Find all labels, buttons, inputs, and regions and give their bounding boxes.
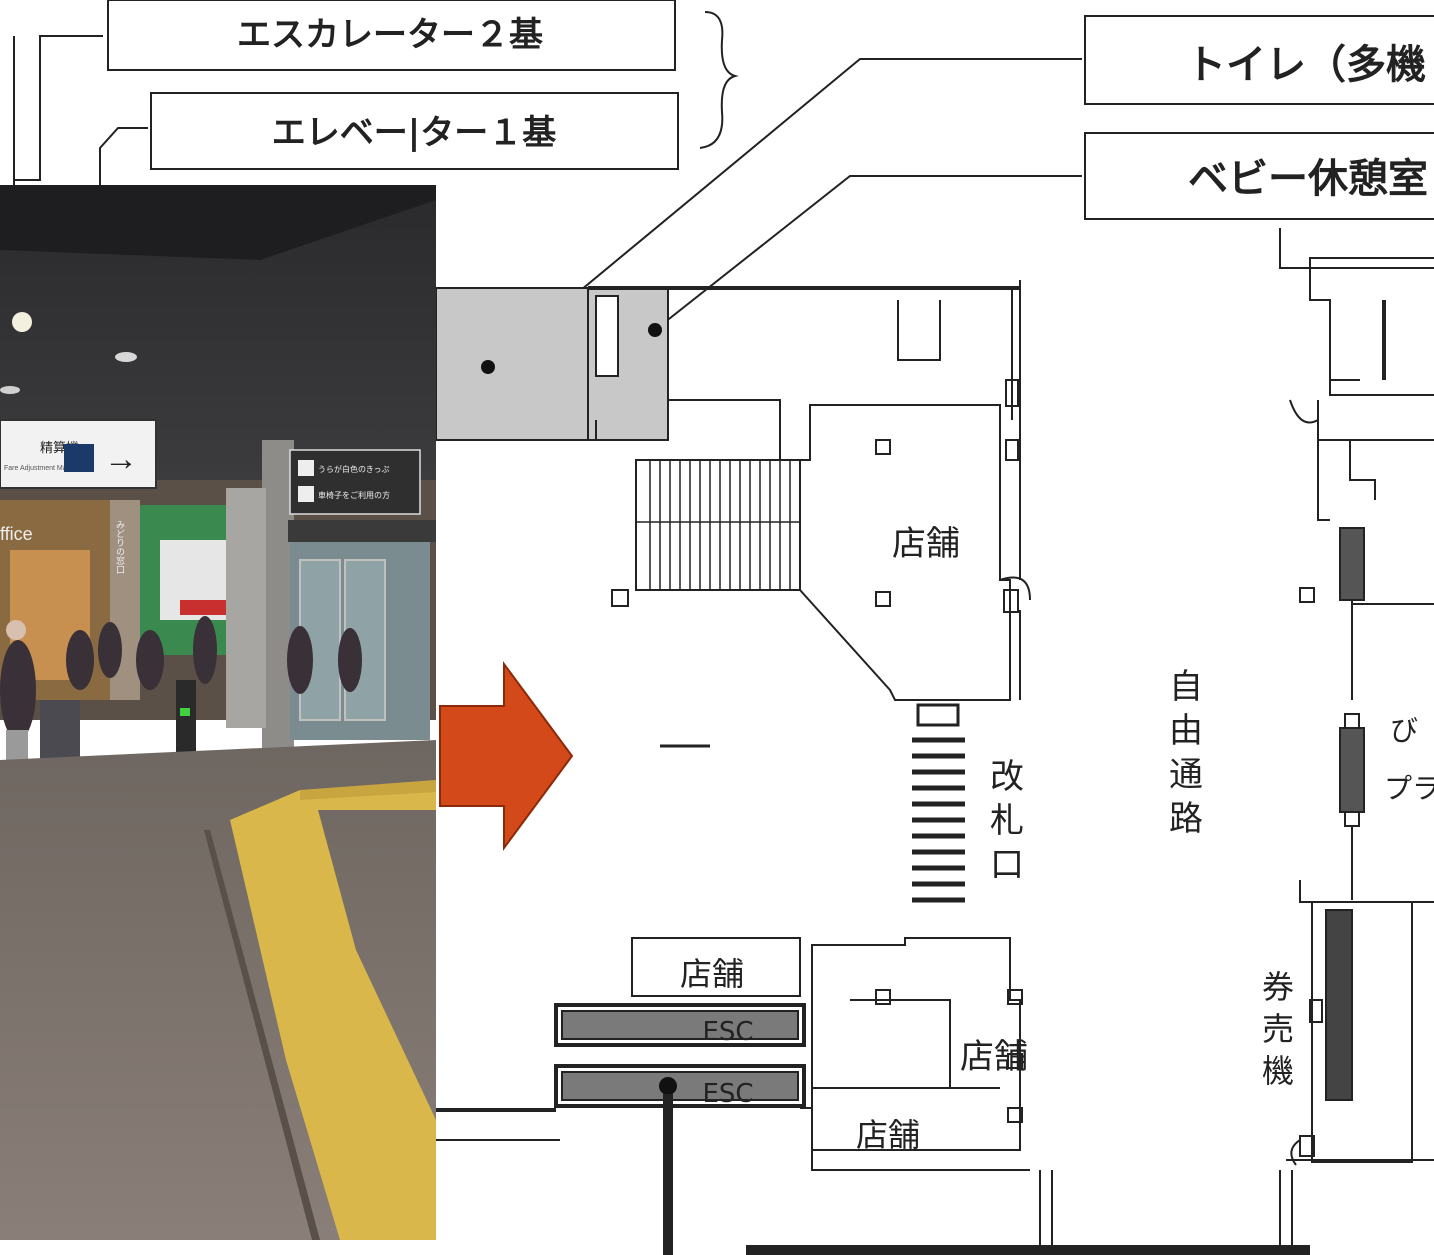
escalator-leader-line <box>14 35 103 181</box>
ticket-machine-strip-1 <box>1339 527 1365 601</box>
svg-text:エレベー|ター１基: エレベー|ター１基 <box>272 113 556 153</box>
machine-char-2: 売 <box>1262 1010 1294 1048</box>
baby-room-leader-line <box>654 175 1082 331</box>
callout-brace <box>699 11 739 149</box>
side-sign-2: 車椅子をご利用の方 <box>318 490 390 500</box>
machine-char-3: 機 <box>1262 1052 1294 1090</box>
toilet-leader-line <box>487 58 1082 368</box>
escalator-1 <box>561 1010 799 1040</box>
shop-label-2: 店舗 <box>680 955 744 993</box>
cut-label-1: び <box>1390 714 1418 747</box>
esc-label-1: ESC <box>702 1017 753 1047</box>
machine-char-1: 券 <box>1262 968 1294 1006</box>
callout-elevator: エレベー|ター１基 <box>150 92 679 170</box>
shop-label-1: 店舗 <box>892 524 960 564</box>
side-sign-1: うらが白色のきっぷ <box>318 464 389 474</box>
gate-char-3: 口 <box>990 845 1024 885</box>
callout-toilet: トイレ（多機 <box>1084 15 1434 105</box>
stairs <box>636 460 800 590</box>
passage-char-2: 由 <box>1169 711 1203 751</box>
svg-text:ベビー休憩室: ベビー休憩室 <box>1188 156 1428 202</box>
callout-baby-room: ベビー休憩室 <box>1084 132 1434 220</box>
esc-label-2: ESC <box>702 1079 753 1109</box>
svg-text:エスカレーター２基: エスカレーター２基 <box>237 15 543 55</box>
sign-arrow-icon: → <box>104 440 138 478</box>
fare-adjust-en: Fare Adjustment Machine <box>4 465 83 472</box>
shop-label-4: 店舗 <box>856 1116 920 1154</box>
elevator-leader-line <box>99 127 148 185</box>
gate-char-1: 改 <box>990 757 1024 797</box>
svg-text:トイレ（多機: トイレ（多機 <box>1186 42 1426 88</box>
ticket-gate-bars <box>912 703 965 903</box>
direction-arrow-icon <box>439 660 574 852</box>
map-labels: 店舗 店舗 店舗 店舗 改 札 口 自 由 通 路 券 売 機 ESC ESC … <box>680 524 1434 1154</box>
passage-char-3: 通 <box>1169 755 1203 795</box>
shop-label-3: 店舗 <box>960 1037 1028 1077</box>
toilet-room <box>435 287 589 441</box>
floor-plan <box>435 228 1434 1255</box>
ticket-machines <box>1325 909 1353 1101</box>
passage-char-4: 路 <box>1169 799 1203 839</box>
office-text: ffice <box>0 524 33 544</box>
midori-window-text: みどりの窓口 <box>115 520 125 574</box>
escalator-2 <box>561 1071 799 1101</box>
station-photo: 精算機 Fare Adjustment Machine → うらが白色のきっぷ … <box>0 185 436 1240</box>
cut-label-2: プラ <box>1384 772 1434 805</box>
passage-char-1: 自 <box>1169 667 1203 707</box>
callout-escalator: エスカレーター２基 <box>107 0 676 71</box>
gate-char-2: 札 <box>990 801 1024 841</box>
